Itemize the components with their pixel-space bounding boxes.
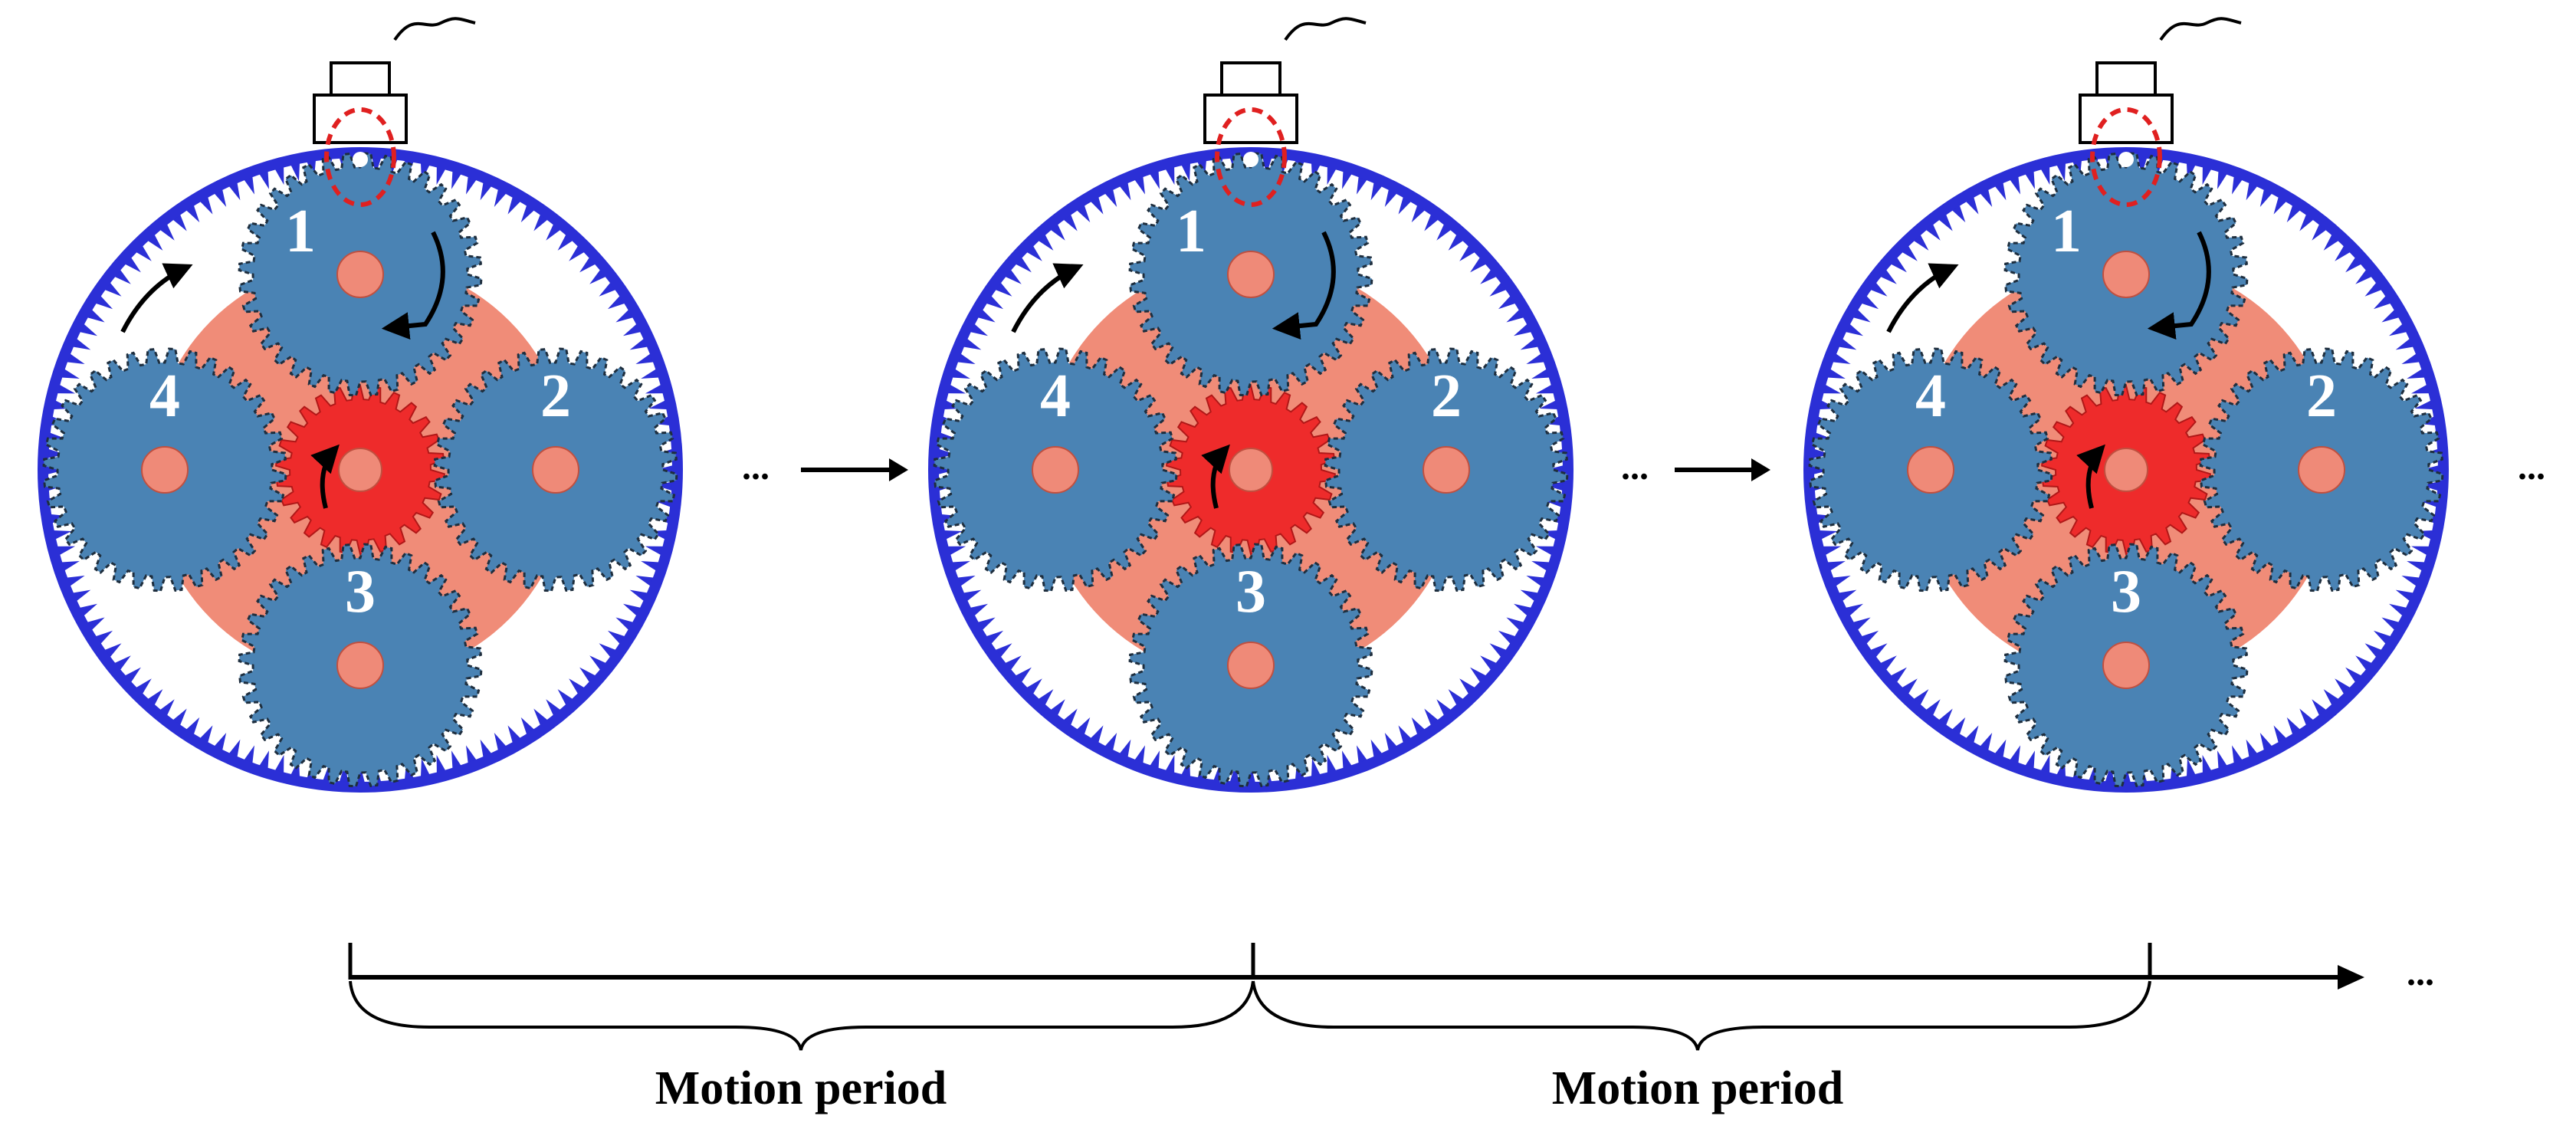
time-axis-arrowhead	[2338, 965, 2364, 990]
planet-gear-number: 3	[1235, 558, 1266, 625]
planet-gear-number: 1	[2051, 198, 2082, 265]
planet-gear-hub	[1907, 446, 1954, 494]
planet-gear-number: 4	[1915, 363, 1946, 430]
sensor-head	[330, 61, 391, 98]
planet-gear-hub	[336, 642, 384, 689]
planet-gear-hub	[532, 446, 579, 494]
planet-gear-4: 4	[1808, 347, 2053, 592]
planet-gear-hub	[141, 446, 189, 494]
flow-connector-1: ...	[742, 447, 908, 487]
detection-point	[353, 152, 368, 167]
planet-gear-2: 2	[433, 347, 678, 592]
planet-gear-1: 1	[238, 152, 483, 397]
detection-point	[1243, 152, 1258, 167]
planet-gear-number: 3	[345, 558, 376, 625]
continuation-dots-1: ...	[742, 447, 770, 487]
sensor-cable	[393, 17, 476, 41]
sun-gear-hub	[338, 448, 382, 492]
detection-zone-marker	[2090, 107, 2162, 207]
planet-gear-1: 1	[1128, 152, 1373, 397]
motion-period-label-1: Motion period	[655, 1062, 947, 1114]
period-brace-2	[1252, 980, 2151, 1051]
ring-rotation-arrow	[1886, 263, 1959, 333]
sensor-head	[2095, 61, 2157, 98]
planet-gear-hub	[1032, 446, 1079, 494]
planet-gear-3: 3	[238, 543, 483, 788]
gear-assembly-3: 1 2 3 4	[1803, 17, 2449, 793]
sun-rotation-arrow	[310, 444, 340, 509]
sun-rotation-arrow	[1201, 444, 1230, 509]
sun-gear-hub	[2104, 448, 2148, 492]
sensor-cable	[2159, 17, 2242, 41]
planet-gear-number: 1	[285, 198, 316, 265]
flow-connector-2: ...	[1621, 447, 1770, 487]
detection-zone-marker	[324, 107, 396, 207]
detection-point	[2118, 152, 2134, 167]
planet-gear-hub	[1227, 251, 1275, 298]
planet-gear-4: 4	[42, 347, 287, 592]
planet-gear-hub	[1227, 642, 1275, 689]
planet-gear-hub	[2102, 642, 2150, 689]
motion-period-label-2: Motion period	[1552, 1062, 1844, 1114]
planet-gear-hub	[336, 251, 384, 298]
planet-gear-number: 1	[1176, 198, 1206, 265]
planet-gear-number: 2	[540, 363, 571, 430]
planet-gear-number: 2	[2306, 363, 2337, 430]
planet-gear-2: 2	[2199, 347, 2444, 592]
planet-gear-4: 4	[933, 347, 1178, 592]
continuation-dots-3: ...	[2518, 447, 2545, 487]
detection-zone-marker	[1215, 107, 1287, 207]
planet-gear-number: 3	[2111, 558, 2141, 625]
planet-gear-1: 1	[2003, 152, 2249, 397]
planet-gear-3: 3	[2003, 543, 2249, 788]
sensor-cable	[1284, 17, 1367, 41]
planet-gear-number: 4	[149, 363, 180, 430]
planet-gear-hub	[2298, 446, 2345, 494]
timeline: Motion period Motion period ...	[348, 943, 2434, 1114]
planet-gear-3: 3	[1128, 543, 1373, 788]
gear-assembly-2: 1 2 3 4	[928, 17, 1573, 793]
planet-gear-hub	[1423, 446, 1470, 494]
ring-rotation-arrow	[1011, 263, 1084, 333]
planet-gear-number: 4	[1040, 363, 1071, 430]
sensor-head	[1220, 61, 1281, 98]
continuation-dots-2: ...	[1621, 447, 1649, 487]
planet-gear-2: 2	[1324, 347, 1569, 592]
ring-rotation-arrow	[120, 263, 193, 333]
flow-arrowhead-2	[1751, 458, 1770, 481]
planet-rotation-arrow	[381, 231, 445, 340]
planet-gear-hub	[2102, 251, 2150, 298]
planet-rotation-arrow	[1272, 231, 1336, 340]
sun-gear-hub	[1229, 448, 1273, 492]
sun-rotation-arrow	[2076, 444, 2105, 509]
planet-rotation-arrow	[2147, 231, 2211, 340]
planet-gear-number: 2	[1431, 363, 1462, 430]
timeline-end-dots: ...	[2407, 953, 2434, 993]
flow-arrowhead-1	[889, 458, 908, 481]
period-brace-1	[349, 980, 1255, 1051]
gear-assembly-1: 1 2 3 4	[38, 17, 683, 793]
